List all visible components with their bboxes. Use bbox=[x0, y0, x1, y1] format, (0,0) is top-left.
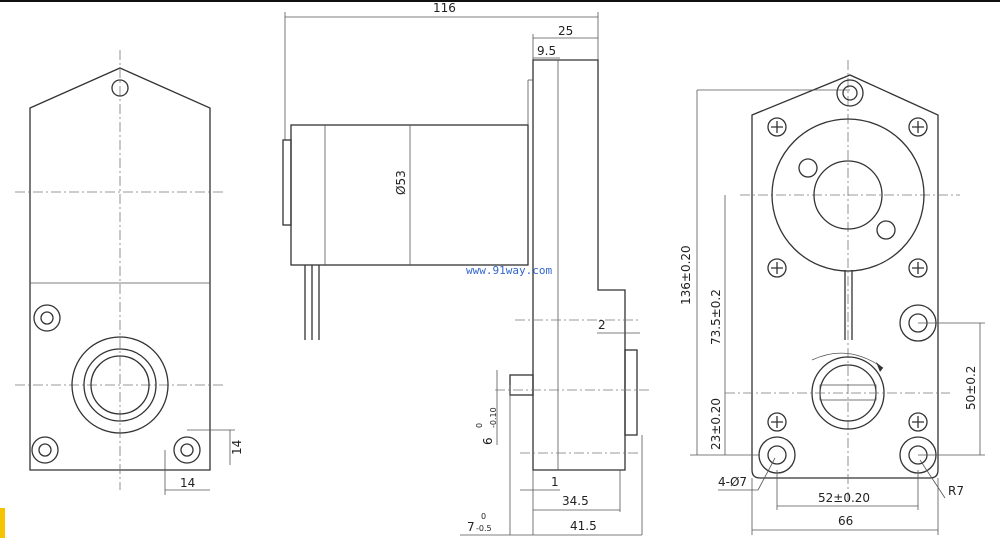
watermark: www.91way.com bbox=[466, 264, 552, 277]
dim-depth-2: 41.5 bbox=[570, 519, 597, 533]
dim-motor-diameter: Ø53 bbox=[394, 170, 408, 195]
left-dim-height: 14 bbox=[230, 440, 244, 455]
dim-gearbox-width: 25 bbox=[558, 24, 573, 38]
dim-shaft-flat-tol-upper: 0 bbox=[475, 423, 484, 428]
yellow-marker bbox=[0, 508, 5, 538]
dim-step: 1 bbox=[551, 475, 559, 489]
dim-depth-1: 34.5 bbox=[562, 494, 589, 508]
left-dim-width: 14 bbox=[180, 476, 195, 490]
screw-icons bbox=[767, 117, 928, 432]
dim-width: 66 bbox=[838, 514, 853, 528]
dim-radius: R7 bbox=[948, 484, 964, 498]
dim-height: 136±0.20 bbox=[679, 245, 693, 305]
front-view: 136±0.20 73.5±0.2 23±0.20 50±0.2 4-Ø7 R7… bbox=[679, 60, 985, 535]
dim-shaft-length: 7 bbox=[467, 520, 475, 534]
dim-shaft-flat-tol-lower: -0.10 bbox=[489, 407, 498, 428]
dim-shaft-length-tol-lower: -0.5 bbox=[476, 524, 492, 533]
left-view: 14 14 bbox=[15, 50, 244, 495]
dim-motor-center: 73.5±0.2 bbox=[709, 289, 723, 345]
dim-overall-length: 116 bbox=[433, 1, 456, 15]
dim-shaft-height: 23±0.20 bbox=[709, 398, 723, 450]
dim-shaft-flat: 6 bbox=[481, 437, 495, 445]
rotation-arrow-icon bbox=[811, 352, 884, 369]
dim-shaft-length-tol-upper: 0 bbox=[481, 512, 486, 521]
top-border bbox=[0, 0, 1000, 2]
dim-hole-spacing-h: 52±0.20 bbox=[818, 491, 870, 505]
dim-hole-spacing-v: 50±0.2 bbox=[964, 366, 978, 410]
dim-offset: 2 bbox=[598, 318, 606, 332]
side-view: 116 25 9.5 Ø53 2 6 0 -0.10 1 34.5 41.5 bbox=[282, 1, 650, 536]
dim-plate-thickness: 9.5 bbox=[537, 44, 556, 58]
dim-mount-holes: 4-Ø7 bbox=[718, 475, 747, 489]
